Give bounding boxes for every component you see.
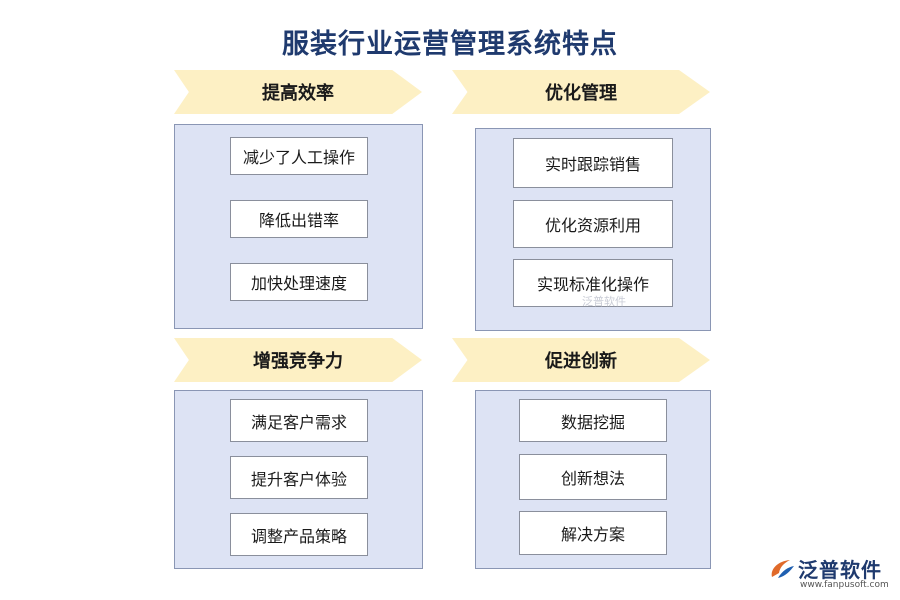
feature-item: 减少了人工操作 [230,137,368,175]
feature-item: 创新想法 [519,454,667,500]
feature-item: 提升客户体验 [230,456,368,499]
brand-logo-url: www.fanpusoft.com [800,580,889,590]
section-header-efficiency: 提高效率 [174,70,422,114]
feature-item: 加快处理速度 [230,263,368,301]
section-panel-efficiency: 减少了人工操作 降低出错率 加快处理速度 [174,124,423,329]
feature-item: 满足客户需求 [230,399,368,442]
section-panel-competitiveness: 满足客户需求 提升客户体验 调整产品策略 [174,390,423,569]
feature-item: 实时跟踪销售 [513,138,673,188]
brand-logo: 泛普软件 [768,554,882,583]
feature-item: 调整产品策略 [230,513,368,556]
section-header-innovation: 促进创新 [452,338,710,382]
feature-item: 解决方案 [519,511,667,555]
section-panel-innovation: 数据挖掘 创新想法 解决方案 [475,390,711,569]
brand-logo-icon [771,559,794,578]
section-panel-management: 实时跟踪销售 优化资源利用 实现标准化操作 [475,128,711,331]
feature-item: 实现标准化操作 [513,259,673,307]
brand-logo-name: 泛普软件 [798,558,882,582]
diagram-title: 服装行业运营管理系统特点 [282,29,618,60]
feature-item: 优化资源利用 [513,200,673,248]
watermark-text: 泛普软件 [582,295,626,308]
section-header-management: 优化管理 [452,70,710,114]
feature-item: 数据挖掘 [519,399,667,442]
feature-item: 降低出错率 [230,200,368,238]
section-header-competitiveness: 增强竞争力 [174,338,422,382]
